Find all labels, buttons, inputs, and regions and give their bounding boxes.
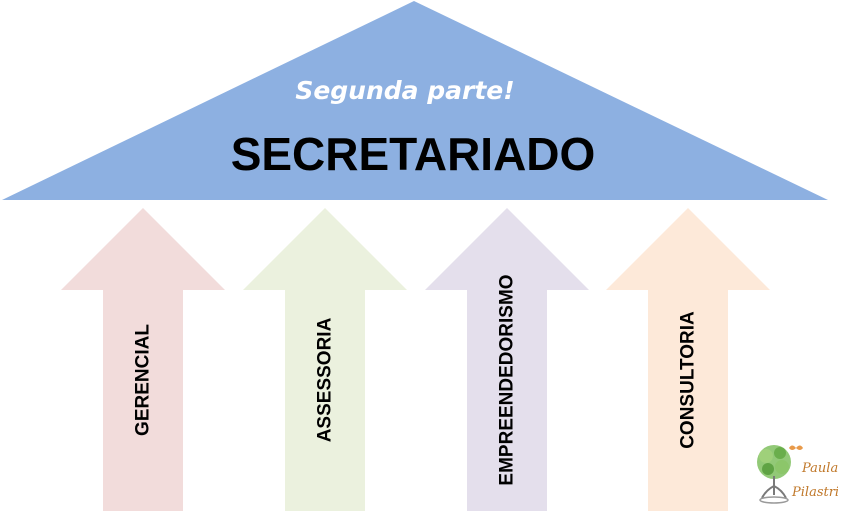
pillar-label: EMPREENDEDORISMO (497, 274, 518, 485)
pillar-label: CONSULTORIA (678, 311, 699, 449)
butterfly-icon (789, 445, 803, 450)
pillar-label: ASSESSORIA (315, 317, 336, 442)
roof-subtitle: Segunda parte! (295, 76, 514, 105)
pillar-gerencial: GERENCIAL (61, 208, 225, 511)
roof-triangle (2, 1, 828, 200)
pillar-empreendedorismo: EMPREENDEDORISMO (425, 208, 589, 511)
pillar-assessoria: ASSESSORIA (243, 208, 407, 511)
logo-line2: Pilastri (791, 485, 838, 500)
tree-icon (757, 445, 791, 504)
roof-title: SECRETARIADO (231, 128, 596, 180)
pillars-layer: GERENCIAL ASSESSORIA EMPREENDEDORISMO CONSU… (61, 208, 770, 511)
logo-line1: Paula (801, 461, 838, 476)
pillar-arrow (425, 208, 589, 511)
paula-pilastri-logo: Paula Pilastri (757, 445, 838, 504)
pillar-arrow (61, 208, 225, 511)
pillar-label: GERENCIAL (133, 324, 154, 436)
pillar-arrow (243, 208, 407, 511)
pillar-consultoria: CONSULTORIA (606, 208, 770, 511)
pillar-arrow (606, 208, 770, 511)
